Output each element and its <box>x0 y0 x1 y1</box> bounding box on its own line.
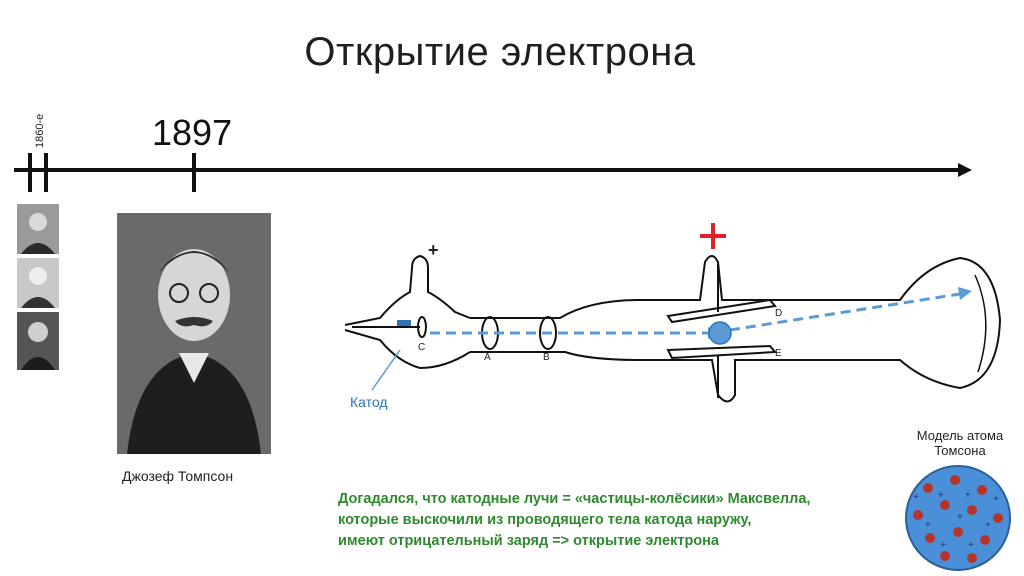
timeline-arrowhead <box>958 163 972 177</box>
label-c: C <box>418 342 426 353</box>
cathode-minus-sign <box>397 320 411 326</box>
plate-upper <box>666 298 777 324</box>
cathode-plate <box>417 316 427 338</box>
svg-text:+: + <box>985 520 991 531</box>
page-title: Открытие электрона <box>304 30 696 74</box>
label-a: A <box>484 352 491 363</box>
svg-text:+: + <box>993 494 999 505</box>
atom-model-title-line-1: Модель атома <box>916 428 1004 443</box>
thomson-atom-model: +++ +++ +++ <box>905 465 1011 571</box>
label-e: E <box>775 348 782 359</box>
caption-line-2: которые выскочили из проводящего тела ка… <box>338 512 752 528</box>
svg-text:+: + <box>957 512 963 523</box>
svg-text:+: + <box>913 492 919 503</box>
screen <box>974 274 987 373</box>
portrait-thomson <box>117 213 271 454</box>
anode-ring-b <box>539 316 557 350</box>
cathode-label: Катод <box>350 394 388 410</box>
tube-left-lower <box>344 329 471 370</box>
label-d: D <box>775 308 783 319</box>
portrait-scientist-2 <box>17 258 59 308</box>
electron-beam-deflected <box>729 292 961 332</box>
plate-lower <box>666 344 778 360</box>
timeline-label-1897: 1897 <box>152 112 233 153</box>
atom-electrons <box>913 475 1003 563</box>
tube-small-plus: + <box>428 240 439 260</box>
caption: Догадался, что катодные лучи = «частицы-… <box>338 489 898 552</box>
timeline <box>14 153 972 192</box>
caption-line-3: имеют отрицательный заряд => открытие эл… <box>338 533 719 549</box>
svg-text:+: + <box>965 490 971 501</box>
atom-plus-signs: +++ +++ +++ <box>913 490 999 551</box>
tube-body <box>470 255 1002 403</box>
svg-text:+: + <box>968 540 974 551</box>
electron-particle <box>708 321 732 345</box>
cathode-ray-tube <box>344 254 1002 403</box>
thomson-name-label: Джозеф Томпсон <box>122 468 234 484</box>
label-b: B <box>543 352 550 363</box>
portrait-scientist-3 <box>17 312 59 370</box>
timeline-label-1860: 1860-е <box>34 113 46 148</box>
atom-model-title: Модель атома Томсона <box>899 428 1021 458</box>
beam-arrow-2 <box>958 287 972 300</box>
svg-text:+: + <box>940 540 946 551</box>
tube-left-upper <box>344 254 471 326</box>
cathode-pointer <box>371 349 401 391</box>
portrait-scientist-1 <box>17 204 59 254</box>
svg-text:+: + <box>938 490 944 501</box>
atom-model-title-line-2: Томсона <box>934 443 986 458</box>
svg-text:+: + <box>925 520 931 531</box>
caption-line-1: Догадался, что катодные лучи = «частицы-… <box>338 491 811 507</box>
